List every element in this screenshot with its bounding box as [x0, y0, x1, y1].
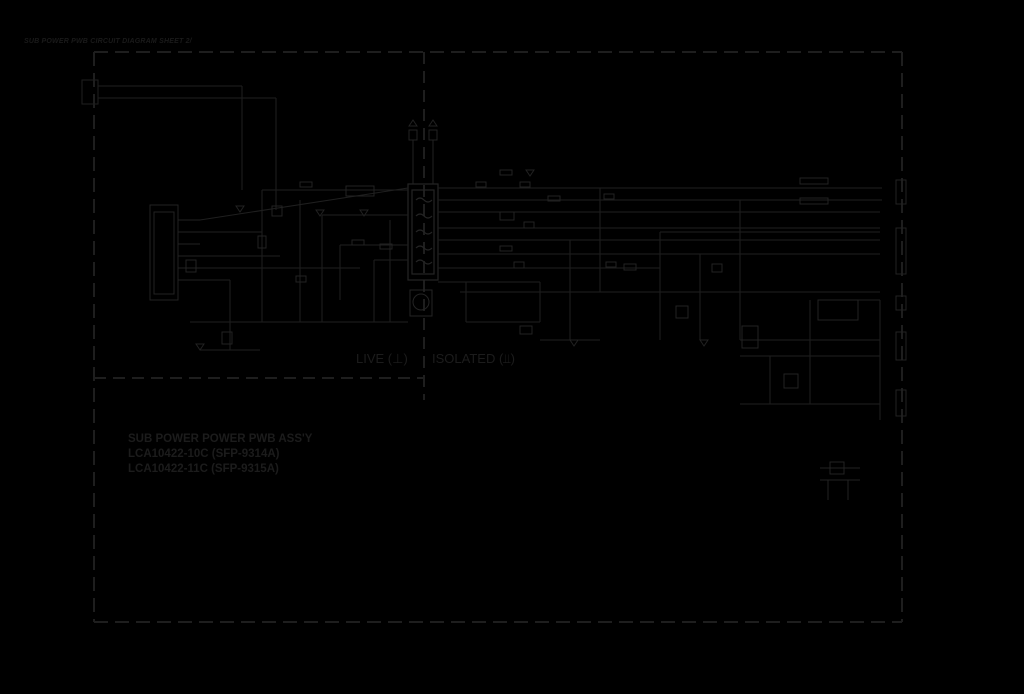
isolation-boundary: [94, 52, 425, 400]
primary-wiring: [190, 187, 409, 351]
isolated-zone-label: ISOLATED (⫫): [432, 351, 515, 366]
live-zone-label: LIVE (⊥): [356, 351, 408, 366]
assembly-name: SUB POWER POWER PWB ASS'Y: [128, 433, 313, 445]
output-connectors: [895, 179, 907, 417]
primary-components: [185, 181, 393, 351]
optocoupler: [409, 289, 433, 317]
transformer: [407, 183, 439, 281]
assembly-info: SUB POWER POWER PWB ASS'Y LCA10422-10C (…: [128, 432, 312, 477]
assembly-variant: LCA10422-10C (SFP-9314A): [128, 448, 280, 460]
input-connector: [149, 204, 200, 301]
assembly-variant: LCA10422-11C (SFP-9315A): [128, 463, 279, 475]
input-wiring: [81, 79, 277, 210]
auxiliary-circuit: [820, 467, 860, 500]
secondary-wiring: [438, 187, 882, 420]
board-border: [93, 51, 903, 623]
sheet-title: SUB POWER PWB CIRCUIT DIAGRAM SHEET 2/: [24, 38, 192, 45]
top-fuses: [408, 119, 438, 184]
